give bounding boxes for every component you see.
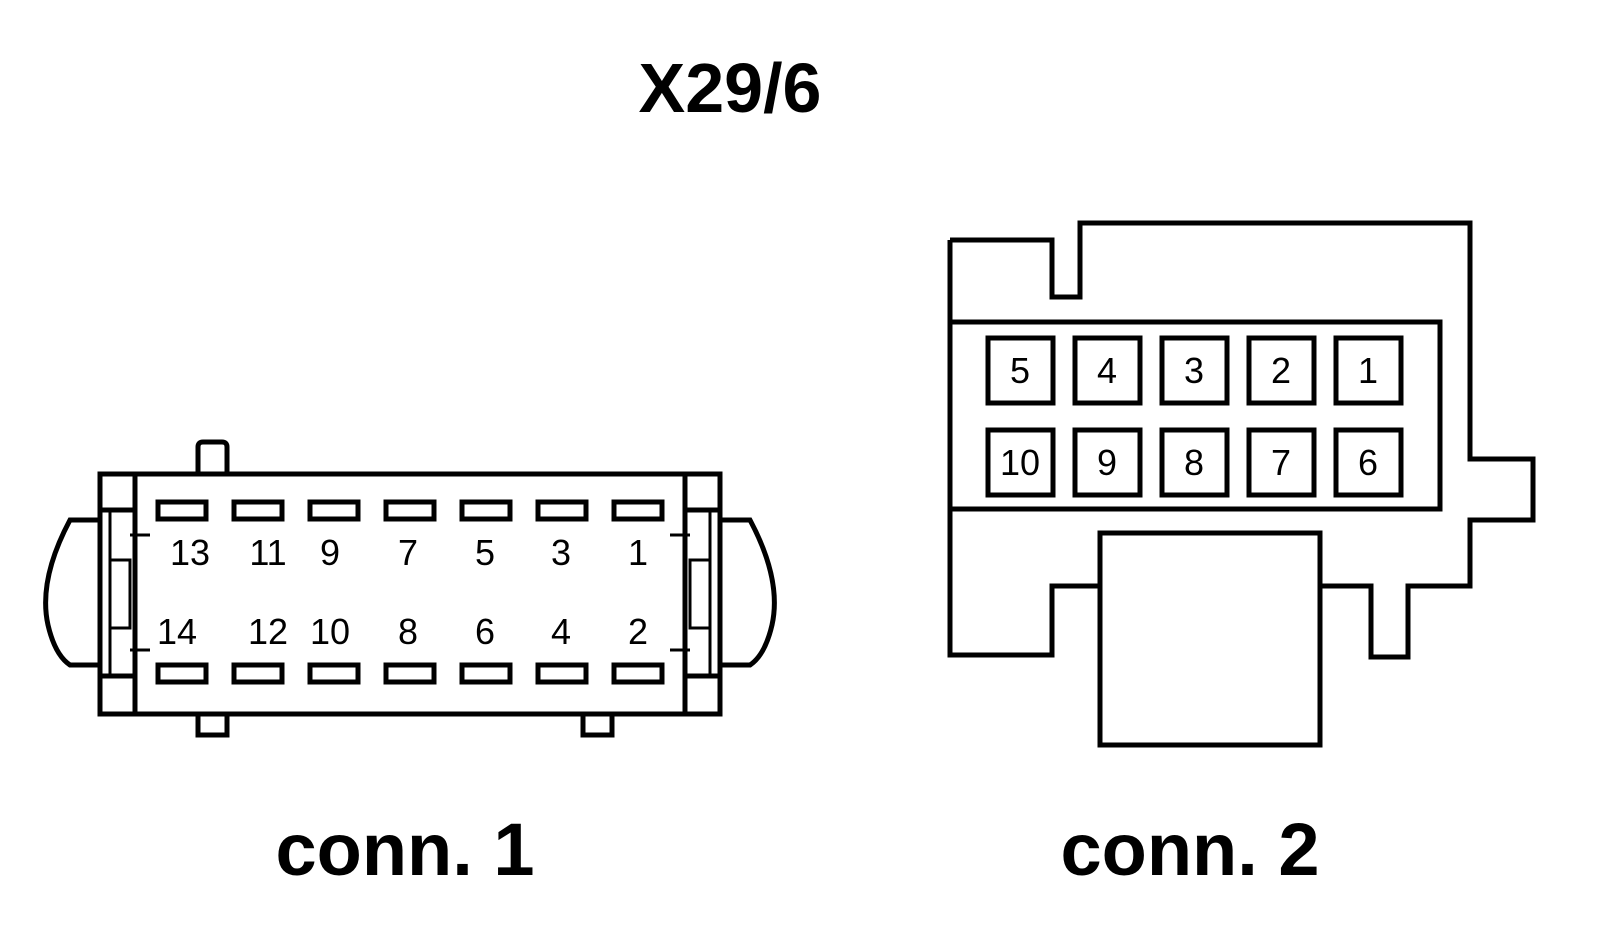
connector-1-left-latch: [108, 510, 150, 676]
pin-label: 2: [628, 611, 648, 652]
pin-slot: [611, 662, 665, 685]
pin-slot: [155, 499, 209, 522]
pin-cavity: [1246, 335, 1317, 406]
connector-2-plug-block: [1097, 530, 1323, 748]
connector-1-right-latch: [670, 510, 712, 676]
pin-slot: [383, 499, 437, 522]
pin-cavity: [1072, 335, 1143, 406]
pin-label: 7: [1271, 442, 1291, 483]
pin-cavity: [1333, 335, 1404, 406]
connector-1-bottom-pin-labels: 14 12 10 8 6 4 2: [157, 611, 648, 652]
pin-cavity: [1072, 427, 1143, 498]
pin-label: 12: [248, 611, 288, 652]
pin-label: 5: [1010, 350, 1030, 391]
pin-cavity: [1159, 427, 1230, 498]
connector-2: 5 4 3 2 1 10 9 8 7 6 conn. 2: [947, 220, 1536, 891]
pin-slot: [231, 499, 285, 522]
pin-label: 9: [320, 532, 340, 573]
connector-2-pin-frame: [947, 319, 1443, 512]
pin-label: 3: [1184, 350, 1204, 391]
pin-slot: [307, 499, 361, 522]
connector-1-caption: conn. 1: [275, 808, 534, 891]
pin-slot: [459, 662, 513, 685]
pin-cavity: [985, 335, 1056, 406]
pin-label: 5: [475, 532, 495, 573]
connector-1-right-clip: [685, 517, 777, 668]
pin-cavity: [1159, 335, 1230, 406]
pin-label: 13: [170, 532, 210, 573]
pin-cavity: [985, 427, 1056, 498]
pin-slot: [383, 662, 437, 685]
pin-label: 14: [157, 611, 197, 652]
diagram-title: X29/6: [639, 49, 822, 127]
pin-slot: [459, 499, 513, 522]
pin-label: 8: [398, 611, 418, 652]
pin-label: 1: [628, 532, 648, 573]
connector-2-caption: conn. 2: [1060, 808, 1319, 891]
pin-slot: [535, 499, 589, 522]
pin-cavity: [1333, 427, 1404, 498]
pin-label: 6: [1358, 442, 1378, 483]
connector-2-housing-left: [947, 240, 1100, 658]
pin-label: 3: [551, 532, 571, 573]
pin-label: 2: [1271, 350, 1291, 391]
connector-1-top-pin-labels: 13 11 9 7 5 3 1: [170, 532, 648, 573]
pin-slot: [611, 499, 665, 522]
pin-label: 10: [1000, 442, 1040, 483]
connector-1-inner-frame: [132, 471, 688, 717]
connector-1-top-slots: [155, 499, 665, 522]
pin-label: 8: [1184, 442, 1204, 483]
connector-2-housing: [950, 220, 1536, 660]
connector-1-bottom-foot-right: [580, 712, 615, 738]
pin-label: 6: [475, 611, 495, 652]
connector-1-bottom-slots: [155, 662, 665, 685]
pin-label: 7: [398, 532, 418, 573]
pin-slot: [231, 662, 285, 685]
pin-label: 10: [310, 611, 350, 652]
connector-1-bottom-foot-left: [195, 712, 230, 738]
pin-label: 11: [249, 532, 286, 573]
pin-label: 4: [551, 611, 571, 652]
connector-1-left-clip: [43, 517, 135, 668]
pin-cavity: [1246, 427, 1317, 498]
connector-2-bottom-pin-labels: 10 9 8 7 6: [1000, 442, 1378, 483]
connector-1-top-key: [195, 439, 230, 475]
connector-1-housing: [97, 471, 723, 717]
connector-2-bottom-cavities: [985, 427, 1404, 498]
connector-1: 13 11 9 7 5 3 1 14 12 10 8 6 4 2 conn. 1: [43, 439, 777, 891]
connector-2-top-pin-labels: 5 4 3 2 1: [1010, 350, 1378, 391]
pin-slot: [535, 662, 589, 685]
connector-2-top-cavities: [985, 335, 1404, 406]
pin-label: 1: [1358, 350, 1378, 391]
pin-slot: [307, 662, 361, 685]
pin-label: 4: [1097, 350, 1117, 391]
pin-label: 9: [1097, 442, 1117, 483]
pin-slot: [155, 662, 209, 685]
